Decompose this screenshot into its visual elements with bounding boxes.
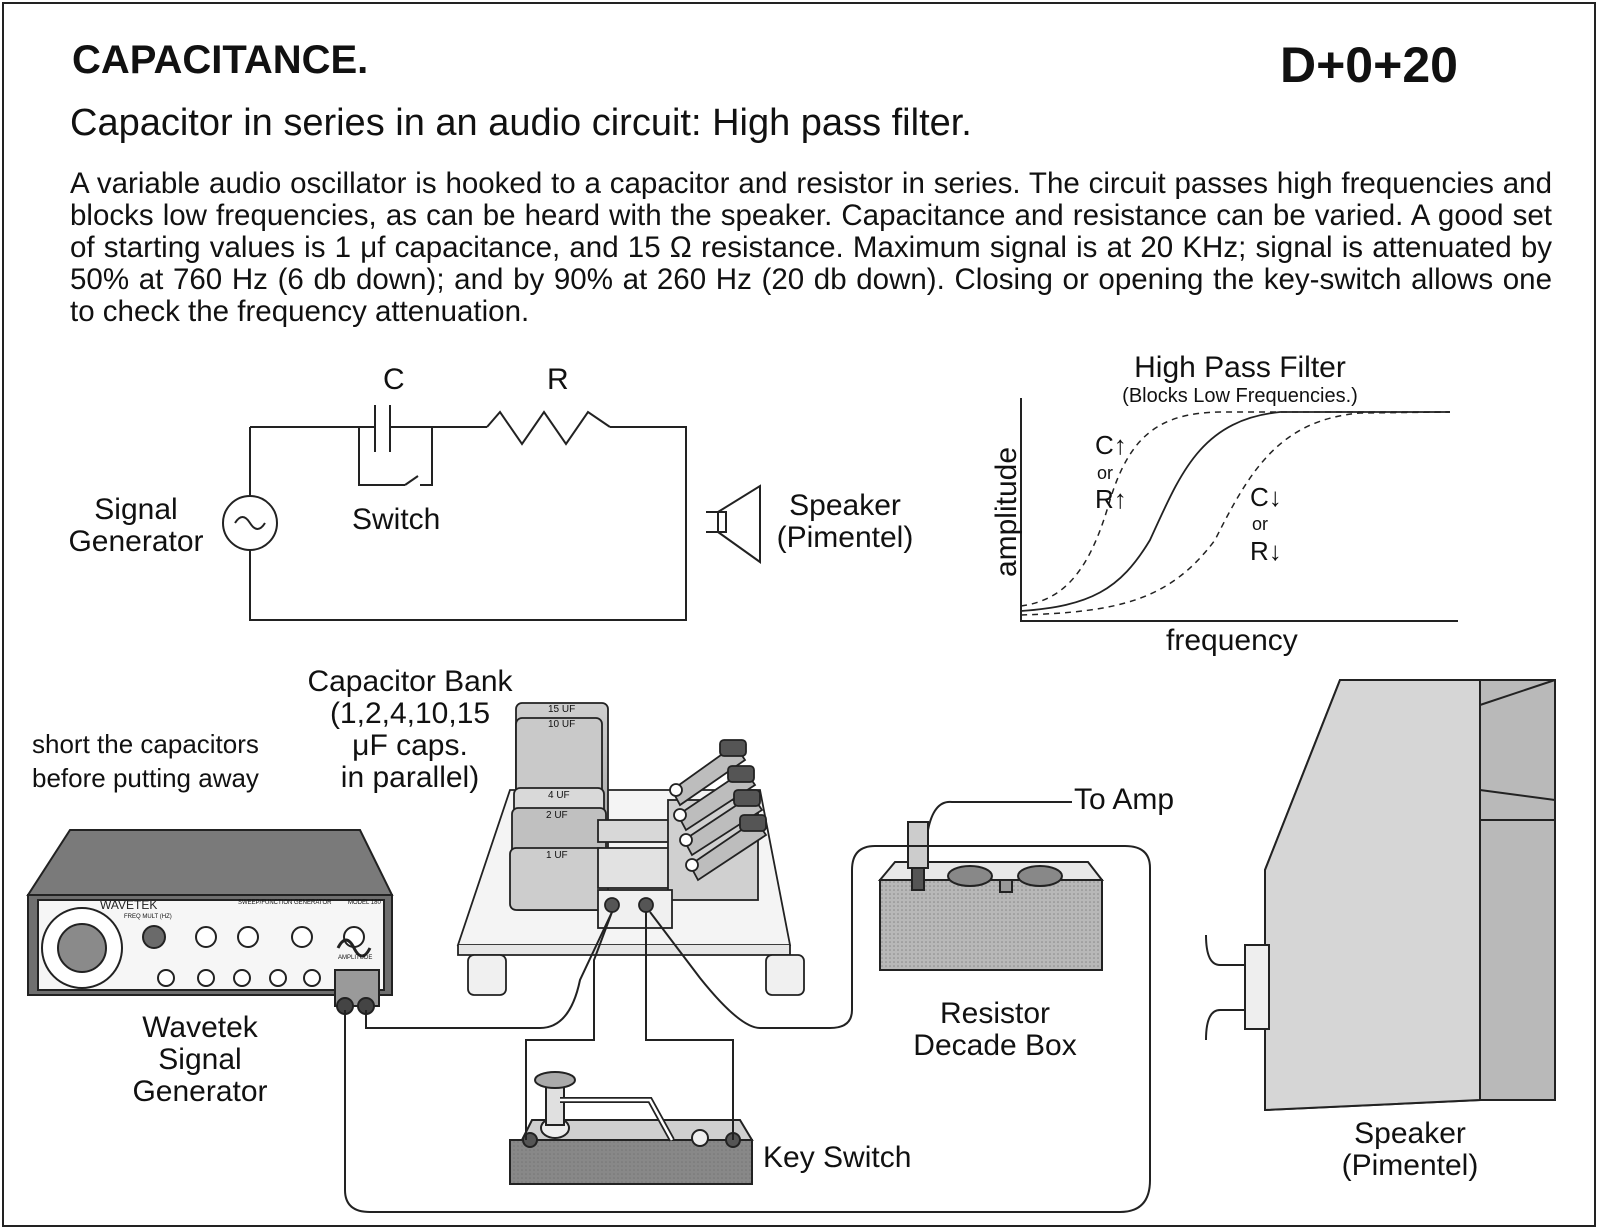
decade-box-body bbox=[879, 879, 1103, 971]
resistor-label: R bbox=[547, 363, 569, 396]
wavetek-line2: Signal bbox=[158, 1043, 242, 1076]
to-amp-cable bbox=[927, 800, 1072, 831]
wire-caps-to-key-left bbox=[525, 911, 613, 1140]
cap-bank-line4: in parallel) bbox=[340, 761, 480, 794]
cap-label-15uf: 15 UF bbox=[548, 704, 576, 715]
warning-line2: before putting away bbox=[32, 763, 259, 793]
resistor-box-label: Resistor Decade Box bbox=[900, 998, 1090, 1062]
speaker-line1: Speaker bbox=[789, 489, 901, 522]
to-amp-label: To Amp bbox=[1074, 783, 1175, 816]
decade-knob bbox=[947, 865, 993, 887]
up-arrow-icon: ↑ bbox=[1113, 430, 1127, 460]
capacitor-bank bbox=[456, 702, 805, 996]
graph-axes bbox=[1020, 398, 1458, 622]
graph-subtitle: (Blocks Low Frequencies.) bbox=[1122, 385, 1358, 407]
page-subtitle: Capacitor in series in an audio circuit:… bbox=[70, 102, 972, 144]
cap-bank-foot bbox=[765, 954, 805, 996]
signal-generator-label: Signal Generator bbox=[62, 494, 210, 558]
c-up-text: C bbox=[1095, 430, 1114, 460]
cap-bank-line3: μF caps. bbox=[352, 729, 468, 762]
speaker-wires bbox=[1205, 934, 1245, 1041]
wavetek-generator bbox=[26, 829, 394, 1015]
wire-caps-to-key-right bbox=[645, 912, 734, 1140]
curve-shift-left bbox=[1020, 411, 1450, 607]
warning-line1: short the capacitors bbox=[32, 729, 259, 759]
speaker-side bbox=[1264, 679, 1481, 1112]
graph-xlabel: frequency bbox=[1166, 624, 1298, 657]
connection-wires bbox=[344, 845, 1151, 1213]
resistor-box-line2: Decade Box bbox=[913, 1029, 1077, 1062]
resistor-zigzag bbox=[486, 410, 611, 446]
cap-switches bbox=[667, 739, 768, 901]
r-down-text: R bbox=[1250, 536, 1269, 566]
up-arrow-icon: ↑ bbox=[1113, 484, 1127, 514]
wire-loop-main bbox=[344, 845, 1151, 1213]
freq-mult-knob bbox=[142, 925, 166, 949]
graph-ylabel: amplitude bbox=[990, 446, 1023, 578]
switch-label: Switch bbox=[352, 503, 441, 536]
speaker-apparatus-line1: Speaker bbox=[1354, 1117, 1466, 1150]
cap-bank-foot bbox=[467, 954, 507, 996]
label-r-down: R↓ bbox=[1250, 534, 1282, 568]
wavetek-case-top bbox=[26, 829, 394, 896]
signal-generator-line2: Generator bbox=[68, 525, 204, 558]
curve-nominal bbox=[1020, 411, 1450, 612]
cap-bank-terminal bbox=[638, 897, 654, 913]
cap-label-2uf: 2 UF bbox=[546, 810, 568, 821]
speaker-apparatus-line2: (Pimentel) bbox=[1341, 1149, 1479, 1182]
c-down-text: C bbox=[1250, 482, 1269, 512]
wire-gen-to-caps bbox=[365, 911, 613, 1029]
signal-generator-line1: Signal bbox=[94, 493, 178, 526]
capacitor-bank-label: Capacitor Bank (1,2,4,10,15 μF caps. in … bbox=[300, 666, 520, 794]
wavetek-line1: Wavetek bbox=[142, 1011, 258, 1044]
cap-label-10uf: 10 UF bbox=[548, 719, 576, 730]
wavetek-amplitude-label: AMPLITUDE bbox=[338, 955, 373, 961]
key-knob bbox=[534, 1071, 576, 1089]
wavetek-panel-title: SWEEP/FUNCTION GENERATOR bbox=[238, 900, 332, 906]
key-switch bbox=[509, 1071, 754, 1185]
schematic-speaker-label: Speaker (Pimentel) bbox=[770, 490, 920, 554]
key-switch-label: Key Switch bbox=[763, 1141, 912, 1174]
speaker-cabinet bbox=[1205, 679, 1556, 1112]
capacitor-label: C bbox=[383, 363, 405, 396]
cap-bank-line2: (1,2,4,10,15 bbox=[329, 697, 491, 730]
label-c-up: C↑ bbox=[1095, 428, 1127, 462]
graph-title: High Pass Filter bbox=[1134, 351, 1346, 384]
label-or-up: or bbox=[1097, 463, 1114, 483]
wavetek-model: MODEL 180 bbox=[348, 900, 381, 906]
cap-bank-line1: Capacitor Bank bbox=[307, 665, 513, 698]
wavetek-line3: Generator bbox=[132, 1075, 268, 1108]
decade-knob bbox=[1017, 865, 1063, 887]
speaker-terminal-plate bbox=[1244, 944, 1270, 1030]
wavetek-freq-label: FREQ MULT (HZ) bbox=[124, 914, 172, 920]
label-r-up: R↑ bbox=[1095, 482, 1127, 516]
demo-code: D+0+20 bbox=[1280, 37, 1458, 93]
switch-blade bbox=[404, 475, 419, 486]
cap-bank-terminal bbox=[604, 897, 620, 913]
schematic-circuit bbox=[222, 405, 761, 621]
curve-shift-right bbox=[1020, 411, 1451, 616]
r-up-text: R bbox=[1095, 484, 1114, 514]
high-pass-graph bbox=[1020, 398, 1458, 622]
warning-note: short the capacitors before putting away bbox=[32, 727, 259, 795]
speaker-label: Speaker (Pimentel) bbox=[1330, 1118, 1490, 1182]
resistor-decade-box bbox=[877, 800, 1105, 971]
switch-wire bbox=[358, 427, 405, 486]
speaker-line2: (Pimentel) bbox=[776, 521, 914, 554]
description-paragraph: A variable audio oscillator is hooked to… bbox=[70, 167, 1552, 328]
down-arrow-icon: ↓ bbox=[1268, 536, 1282, 566]
speaker-front bbox=[1479, 679, 1556, 1101]
resistor-box-line1: Resistor bbox=[939, 997, 1051, 1030]
cap-label-1uf: 1 UF bbox=[546, 850, 568, 861]
wavetek-label: Wavetek Signal Generator bbox=[110, 1012, 290, 1108]
cap-label-4uf: 4 UF bbox=[548, 790, 570, 801]
wire-loop bbox=[249, 426, 687, 621]
label-c-down: C↓ bbox=[1250, 480, 1282, 514]
wavetek-brand: WAVETEK bbox=[100, 898, 158, 912]
down-arrow-icon: ↓ bbox=[1268, 482, 1282, 512]
label-or-down: or bbox=[1252, 514, 1269, 534]
page-title: CAPACITANCE. bbox=[72, 38, 369, 82]
